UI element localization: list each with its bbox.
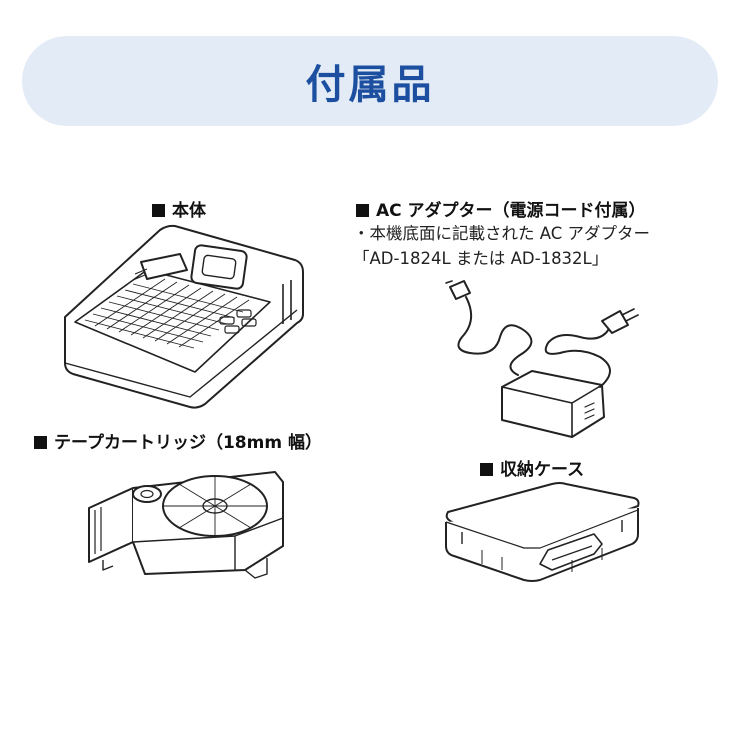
main-unit-label: 本体: [172, 201, 206, 221]
adapter-note-line2: 「AD-1824L または AD-1832L」: [353, 249, 609, 268]
adapter-caption: AC アダプター（電源コード付属）: [356, 196, 646, 221]
page-title: 付属品: [305, 62, 435, 108]
note-bullet: ・: [353, 224, 370, 243]
black-square-bullet-icon: [34, 436, 47, 449]
adapter-label: AC アダプター（電源コード付属）: [376, 201, 646, 221]
adapter-note: ・本機底面に記載された AC アダプター 「AD-1824L または AD-18…: [353, 221, 650, 271]
cartridge-label: テープカートリッジ（18mm 幅）: [54, 433, 322, 453]
case-label: 収納ケース: [500, 460, 585, 480]
black-square-bullet-icon: [356, 204, 369, 217]
black-square-bullet-icon: [152, 204, 165, 217]
cartridge-caption: テープカートリッジ（18mm 幅）: [34, 428, 322, 453]
black-square-bullet-icon: [480, 463, 493, 476]
label-printer-illustration: [55, 222, 320, 412]
storage-case-illustration: [442, 480, 642, 588]
header-banner: 付属品: [22, 36, 718, 126]
adapter-note-line1: 本機底面に記載された AC アダプター: [369, 224, 651, 243]
ac-adapter-illustration: [440, 275, 640, 440]
main-unit-caption: 本体: [152, 196, 206, 221]
case-caption: 収納ケース: [480, 455, 584, 480]
tape-cartridge-illustration: [85, 462, 295, 582]
